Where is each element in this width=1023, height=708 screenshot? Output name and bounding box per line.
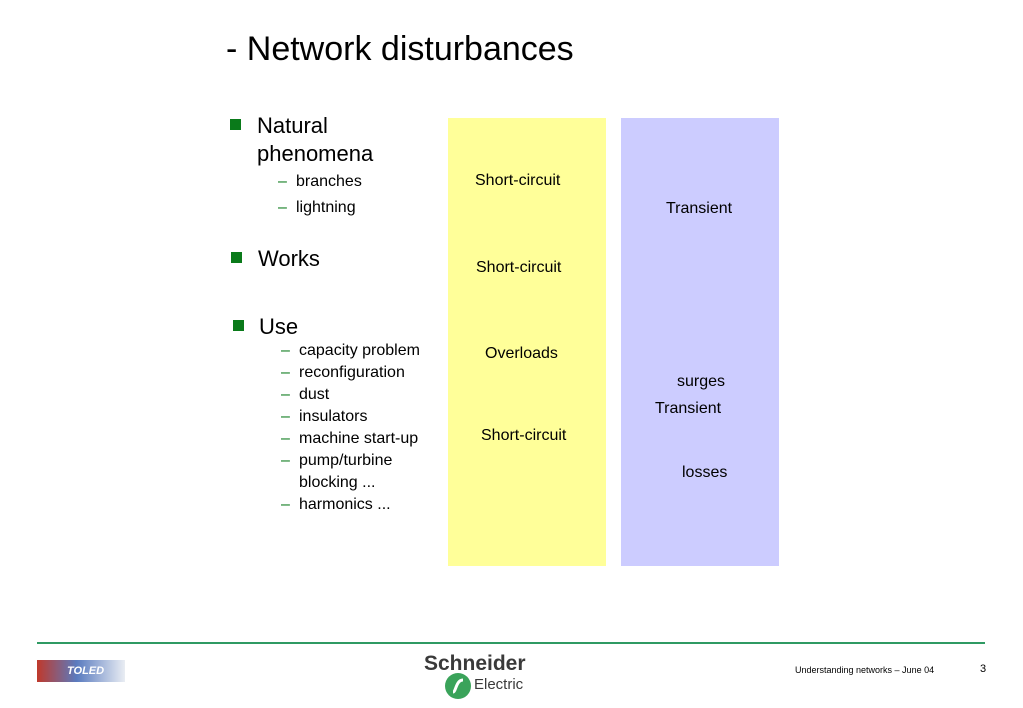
cause-natural-line1: Natural xyxy=(257,113,328,138)
brand-mark-icon xyxy=(445,673,471,699)
blue-entry: Transient xyxy=(655,400,722,417)
yellow-entry: Overloads xyxy=(485,345,558,362)
consequence-panel-blue xyxy=(621,118,779,566)
list-item: –insulators xyxy=(281,408,368,425)
list-item: –harmonics ... xyxy=(281,496,391,513)
blue-entry: surges xyxy=(677,373,726,390)
list-item: –reconfiguration xyxy=(281,364,405,381)
brand-name: Schneider xyxy=(424,652,526,675)
yellow-entry: Short-circuit xyxy=(481,427,567,444)
bullet-square-icon xyxy=(231,252,242,263)
page-number: 3 xyxy=(980,663,987,675)
blue-entry: losses xyxy=(682,464,728,481)
bullet-square-icon xyxy=(230,119,241,130)
list-item: –dust xyxy=(281,386,330,403)
brand-sub: Electric xyxy=(474,676,524,693)
cause-works: Works xyxy=(258,246,320,271)
yellow-entry: Short-circuit xyxy=(476,259,562,276)
page-title: - Network disturbances xyxy=(226,30,574,68)
bullet-square-icon xyxy=(233,320,244,331)
blue-entry: Transient xyxy=(666,200,733,217)
list-item-continuation: blocking ... xyxy=(299,474,376,491)
cause-use: Use xyxy=(259,314,299,339)
footer-caption: Understanding networks – June 04 xyxy=(795,665,935,675)
list-item: –branches xyxy=(278,173,362,190)
list-item: –capacity problem xyxy=(281,342,420,359)
list-item: –machine start-up xyxy=(281,430,419,447)
footer-divider xyxy=(37,642,985,644)
list-item: –pump/turbine xyxy=(281,452,393,469)
consequence-panel-yellow xyxy=(448,118,606,566)
toled-logo: TOLED xyxy=(37,660,125,682)
list-item: –lightning xyxy=(278,199,356,216)
schneider-electric-logo: Schneider Electric xyxy=(424,652,536,700)
cause-natural-line2: phenomena xyxy=(257,141,374,166)
yellow-entry: Short-circuit xyxy=(475,172,561,189)
